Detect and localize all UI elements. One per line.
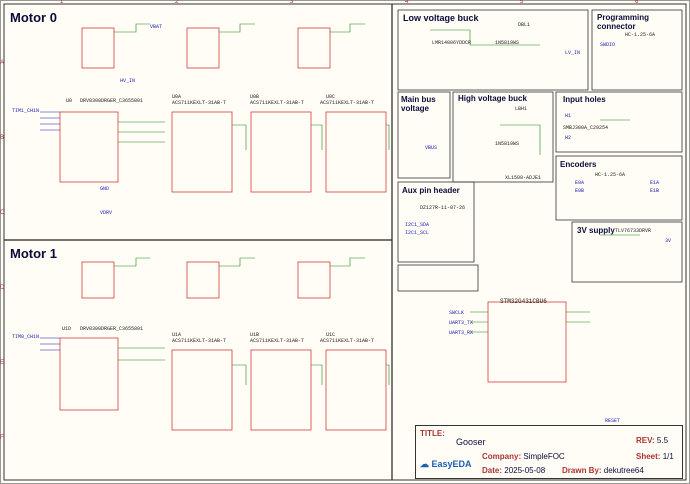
net-gnd: GND [100,186,110,192]
part-dbh1: 1N5819WS [495,141,520,147]
frame-col-6: 6 [635,0,639,5]
section-title-motor1: Motor 1 [10,246,57,261]
net-reset: RESET [605,418,621,424]
part-tvs: SMBJ300A_C29254 [563,125,609,131]
part-buck-hv: XL1509-ADJE1 [505,175,542,181]
section-title-encoders: Encoders [560,160,597,169]
net-hv-in: HV_IN [120,78,136,84]
brand-value: EasyEDA [431,459,472,469]
frame-row-e: E [0,360,5,366]
section-title-main-bus-voltage: Main bus voltage [401,95,436,113]
part-dbl2: 1N5819WS [495,40,520,46]
company-value: SimpleFOC [523,452,565,461]
part-buck-lv: LMR14006YDDCR [432,40,472,46]
net-i2c1-sda: I2C1_SDA [405,222,430,228]
part-u1b: U1B [250,332,260,338]
part-h3: DZ127R-11-07-26 [420,205,466,211]
section-title-low-voltage-buck: Low voltage buck [403,13,479,23]
part-conn-enc: HC-1.25-6A [595,172,626,178]
net-e0a: E0A [575,180,585,186]
part-u1a-value: ACS711KEXLT-31AB-T [172,338,227,344]
rev-value: 5.5 [656,436,669,445]
frame-col-4: 4 [405,0,409,5]
net-h2: H2 [565,135,572,141]
title-block: TITLE: Gooser REV: 5.5 Company: SimpleFO… [415,425,683,479]
net-vbus: VBUS [425,145,438,151]
section-title-3v-supply: 3V supply [577,226,615,235]
frame-col-2: 2 [175,0,179,5]
part-u0b: U0B [250,94,260,100]
part-u0a: U0A [172,94,182,100]
frame-row-d: D [0,285,5,291]
net-uart3-rx: UART3_RX [449,330,474,336]
date-value: 2025-05-08 [504,466,546,475]
net-uart3-tx: UART3_TX [449,320,474,326]
part-conn-prog: HC-1.25-6A [625,32,656,38]
drawn-label: Drawn By: [562,466,602,475]
rev-label: REV: [636,436,655,445]
frame-row-b: B [0,135,5,141]
part-u1c: U1C [326,332,336,338]
company-label: Company: [482,452,522,461]
sheet-label: Sheet: [636,452,661,461]
part-mcu: STM32G431CBU6 [500,298,547,305]
title-label: TITLE: [420,429,445,438]
part-u0-value: DRV8300DRGER_C3655801 [80,98,144,104]
part-u1b-value: ACS711KEXLT-31AB-T [250,338,305,344]
net-i2c1-scl: I2C1_SCL [405,230,430,236]
frame-col-5: 5 [520,0,524,5]
frame-col-1: 1 [60,0,64,5]
net-e1b: E1B [650,188,660,194]
part-u1c-value: ACS711KEXLT-31AB-T [320,338,375,344]
net-e0b: E0B [575,188,585,194]
frame-row-f: F [0,435,4,441]
part-dbl1: DBL1 [518,22,531,28]
part-u0b-value: ACS711KEXLT-31AB-T [250,100,305,106]
part-ldo: TLV76733DRVR [615,228,652,234]
sheet-value: 1/1 [662,452,674,461]
section-title-input-holes: Input holes [563,95,606,104]
part-u1a: U1A [172,332,182,338]
net-vdrv: VDRV [100,210,113,216]
part-u0a-value: ACS711KEXLT-31AB-T [172,100,227,106]
part-u1: U1D [62,326,72,332]
part-u0c-value: ACS711KEXLT-31AB-T [320,100,375,106]
net-swclk: SWCLK [449,310,465,316]
net-vbat: VBAT [150,24,163,30]
drawn-value: dekutree64 [603,466,644,475]
net-e1a: E1A [650,180,660,186]
frame-col-3: 3 [290,0,294,5]
net-swdio: SWDIO [600,42,616,48]
section-title-aux-pin-header: Aux pin header [402,186,460,195]
frame-row-c: C [0,210,5,216]
easyeda-logo-icon: ☁ [420,459,429,469]
net-tim1: TIM1_CH1N [12,108,40,114]
frame-row-a: A [0,60,5,66]
part-u1-value: DRV8300DRGER_C3655801 [80,326,144,332]
part-lbh1: LBH1 [515,106,528,112]
title-value: Gooser [456,437,486,447]
section-title-programming-connector: Programming connector [597,13,650,31]
net-tim8: TIM8_CH1N [12,334,40,340]
section-title-high-voltage-buck: High voltage buck [458,94,527,103]
date-label: Date: [482,466,503,475]
part-u0: U0 [66,98,73,104]
net-3v: 3V [665,238,672,244]
section-title-motor0: Motor 0 [10,10,57,25]
net-lv-in: LV_IN [565,50,581,56]
net-h1: H1 [565,113,572,119]
part-u0c: U0C [326,94,336,100]
